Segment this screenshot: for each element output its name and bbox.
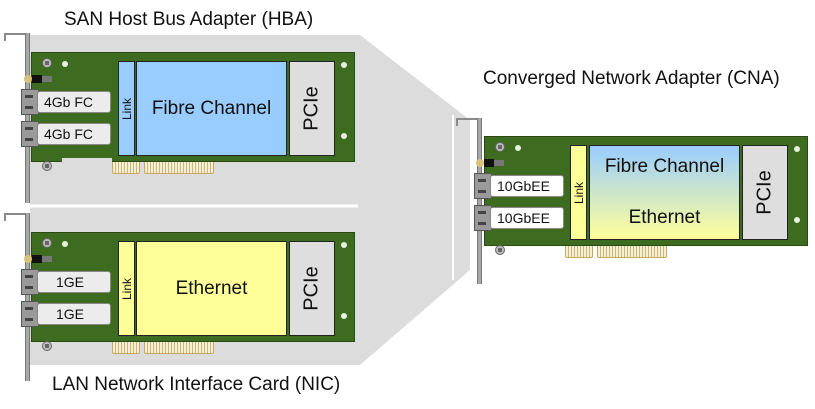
nic-port-2: 1GE: [21, 301, 111, 327]
hole-icon: [515, 145, 521, 151]
pcie-connector: [565, 246, 593, 258]
fibre-channel-label: Fibre Channel: [604, 156, 725, 177]
pcie-connector: [597, 246, 667, 258]
port-label: 4Gb FC: [37, 91, 111, 113]
cna-title: Converged Network Adapter (CNA): [483, 68, 780, 89]
port-label: 1GE: [37, 271, 111, 293]
nic-bracket-top: [4, 213, 28, 221]
hba-bracket: [25, 33, 30, 203]
led-icon: [24, 255, 52, 263]
ethernet-label: Ethernet: [628, 207, 701, 228]
cna-port-2: 10GbEE: [474, 205, 564, 231]
pcie-label: PCIe: [300, 86, 323, 131]
pcie-connector: [144, 162, 214, 174]
cna-bracket-top: [456, 118, 480, 126]
port-label: 4Gb FC: [37, 123, 111, 145]
main-label: Fibre Channel: [151, 97, 272, 119]
cna-pcie-block: PCIe: [742, 145, 788, 240]
hba-port-2: 4Gb FC: [21, 121, 111, 147]
link-label: Link: [119, 97, 134, 120]
cna-converged-block: Fibre Channel Ethernet: [589, 145, 740, 240]
screw-icon: [495, 142, 505, 152]
hole-icon: [794, 217, 800, 223]
nic-bracket: [25, 213, 30, 381]
pcie-label: PCIe: [753, 170, 776, 215]
nic-link-block: Link: [118, 241, 135, 336]
led-icon: [24, 75, 52, 83]
port-label: 10GbEE: [490, 207, 564, 229]
screw-icon: [42, 161, 52, 171]
nic-title: LAN Network Interface Card (NIC): [52, 374, 341, 395]
screw-icon: [42, 341, 52, 351]
hba-title: SAN Host Bus Adapter (HBA): [64, 9, 314, 30]
pcie-connector: [112, 342, 140, 354]
cna-bracket: [477, 118, 482, 284]
hba-notch: [62, 158, 112, 162]
main-label: Ethernet: [175, 277, 248, 299]
hba-bracket-top: [4, 33, 28, 41]
hole-icon: [341, 62, 347, 68]
hba-fibre-channel-block: Fibre Channel: [136, 61, 287, 156]
screw-icon: [42, 58, 52, 68]
link-label: Link: [119, 277, 134, 300]
port-label: 10GbEE: [490, 175, 564, 197]
nic-pcie-block: PCIe: [289, 241, 335, 336]
screw-icon: [495, 245, 505, 255]
pcie-connector: [144, 342, 214, 354]
link-label: Link: [571, 181, 586, 204]
hole-icon: [62, 241, 68, 247]
hba-link-block: Link: [118, 61, 135, 156]
hole-icon: [794, 146, 800, 152]
hole-icon: [341, 242, 347, 248]
hole-icon: [62, 61, 68, 67]
nic-ethernet-block: Ethernet: [136, 241, 287, 336]
port-label: 1GE: [37, 303, 111, 325]
hba-port-1: 4Gb FC: [21, 89, 111, 115]
pcie-connector: [112, 162, 140, 174]
hole-icon: [341, 133, 347, 139]
led-icon: [476, 159, 504, 167]
cna-port-1: 10GbEE: [474, 173, 564, 199]
hole-icon: [341, 313, 347, 319]
nic-port-1: 1GE: [21, 269, 111, 295]
hba-pcie-block: PCIe: [289, 61, 335, 156]
screw-icon: [42, 238, 52, 248]
pcie-label: PCIe: [300, 266, 323, 311]
cna-link-block: Link: [570, 145, 587, 240]
